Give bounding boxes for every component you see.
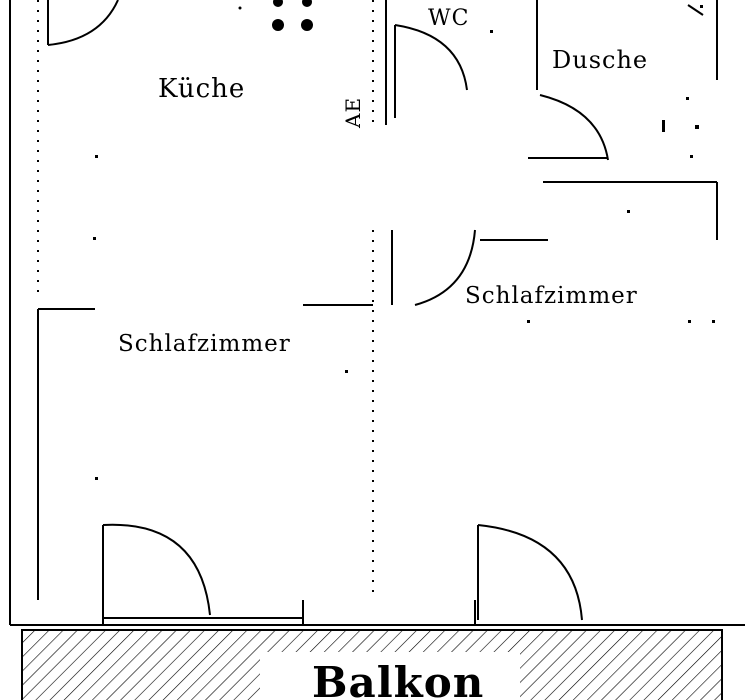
bedroom-left-label: Schlafzimmer (118, 331, 291, 357)
kitchen-door (47, 0, 119, 46)
bedroom-right-label: Schlafzimmer (465, 283, 638, 309)
wc-label: WC (428, 6, 469, 31)
fixture-marks (93, 5, 715, 480)
door-arcs (102, 24, 609, 621)
stove-icon (238, 0, 313, 31)
shower-label: Dusche (552, 46, 648, 74)
balcony (21, 629, 723, 700)
dashed-walls (37, 0, 374, 600)
balcony-label: Balkon (312, 658, 484, 700)
wall-marking: AE (341, 97, 365, 129)
kitchen-label: Küche (158, 74, 245, 104)
interior-walls (37, 0, 718, 625)
shower-arrow (687, 4, 704, 16)
outer-walls (9, 0, 745, 626)
